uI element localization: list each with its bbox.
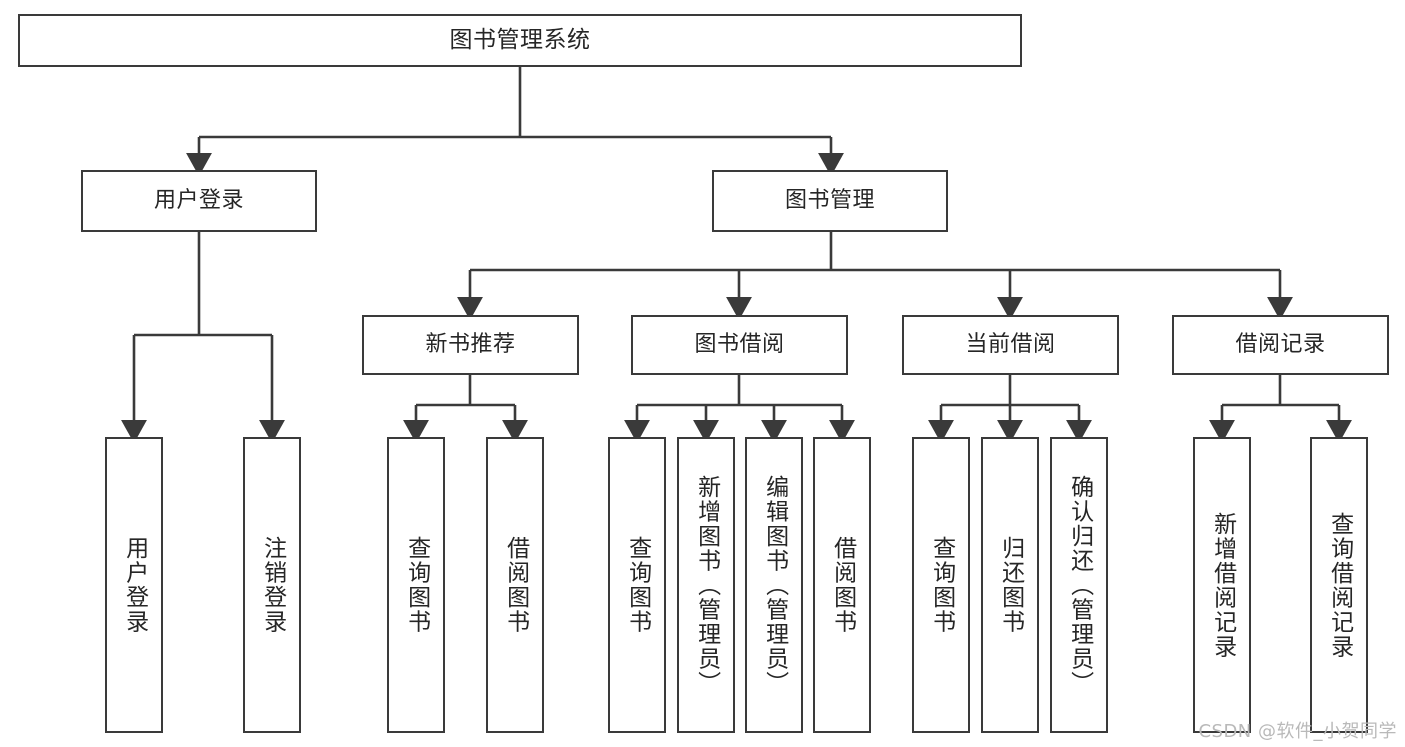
node-book-borrow[interactable]: 图书借阅	[631, 315, 848, 375]
node-label: 确认归还（管理员）	[1066, 474, 1093, 696]
node-label: 新书推荐	[425, 331, 516, 357]
leaf-borrow-edit-book[interactable]: 编辑图书（管理员）	[745, 437, 803, 733]
leaf-recommend-query-book[interactable]: 查询图书	[387, 437, 445, 733]
node-label: 借阅图书	[829, 536, 856, 634]
node-user-login[interactable]: 用户登录	[81, 170, 317, 232]
leaf-borrow-borrow-book[interactable]: 借阅图书	[813, 437, 871, 733]
node-label: 注销登录	[259, 536, 286, 634]
node-label: 图书管理	[784, 187, 875, 213]
leaf-user-login-logout[interactable]: 注销登录	[243, 437, 301, 733]
node-book-management[interactable]: 图书管理	[712, 170, 948, 232]
node-label: 编辑图书（管理员）	[761, 474, 788, 696]
leaf-borrow-query-book[interactable]: 查询图书	[608, 437, 666, 733]
node-label: 当前借阅	[965, 331, 1056, 357]
leaf-current-return-book[interactable]: 归还图书	[981, 437, 1039, 733]
node-label: 查询图书	[403, 536, 430, 634]
node-borrow-record[interactable]: 借阅记录	[1172, 315, 1389, 375]
node-new-book-recommend[interactable]: 新书推荐	[362, 315, 579, 375]
leaf-current-confirm-return[interactable]: 确认归还（管理员）	[1050, 437, 1108, 733]
node-label: 新增借阅记录	[1209, 511, 1236, 659]
node-label: 查询图书	[624, 536, 651, 634]
node-label: 查询图书	[928, 536, 955, 634]
node-label: 图书管理系统	[449, 26, 591, 53]
node-label: 用户登录	[121, 536, 148, 634]
node-root-system[interactable]: 图书管理系统	[18, 14, 1022, 67]
leaf-recommend-borrow-book[interactable]: 借阅图书	[486, 437, 544, 733]
leaf-record-query-record[interactable]: 查询借阅记录	[1310, 437, 1368, 733]
node-label: 归还图书	[997, 536, 1024, 634]
node-label: 借阅图书	[502, 536, 529, 634]
leaf-current-query-book[interactable]: 查询图书	[912, 437, 970, 733]
leaf-borrow-add-book[interactable]: 新增图书（管理员）	[677, 437, 735, 733]
leaf-user-login-login[interactable]: 用户登录	[105, 437, 163, 733]
node-current-borrow[interactable]: 当前借阅	[902, 315, 1119, 375]
node-label: 借阅记录	[1235, 331, 1326, 357]
leaf-record-add-record[interactable]: 新增借阅记录	[1193, 437, 1251, 733]
node-label: 用户登录	[153, 187, 244, 213]
node-label: 新增图书（管理员）	[693, 474, 720, 696]
node-label: 查询借阅记录	[1326, 511, 1353, 659]
node-label: 图书借阅	[694, 331, 785, 357]
